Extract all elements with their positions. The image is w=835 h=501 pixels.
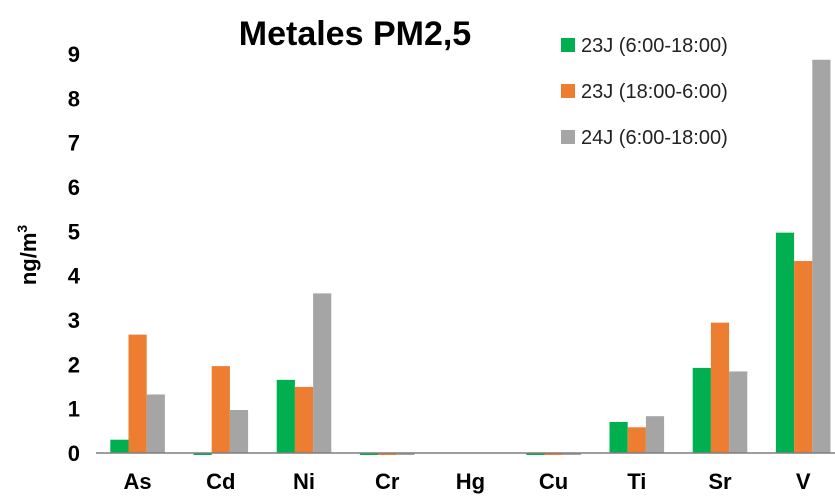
bar-v-series-3: [812, 59, 831, 453]
x-tick-label: As: [124, 469, 152, 494]
legend-swatch-3: [561, 130, 575, 144]
bar-sr-series-3: [729, 371, 748, 453]
x-tick-label: Hg: [456, 469, 485, 494]
bar-cd-series-2: [211, 366, 230, 453]
bar-cd-series-3: [229, 410, 249, 453]
bar-as-series-3: [146, 394, 165, 453]
bar-cu-series-3: [562, 453, 581, 455]
y-tick-label: 7: [68, 131, 80, 156]
y-tick-label: 8: [68, 86, 80, 111]
bar-ti-series-1: [609, 421, 628, 453]
bar-ni-series-1: [276, 379, 295, 453]
bar-cr-series-3: [396, 453, 415, 455]
x-tick-label: Cu: [539, 469, 568, 494]
bars: [110, 59, 831, 455]
legend-label-2: 23J (18:00-6:00): [581, 81, 728, 103]
y-tick-label: 4: [68, 264, 81, 289]
bar-ti-series-2: [627, 427, 646, 453]
bar-sr-series-1: [692, 367, 711, 453]
y-axis-ticks: 0 1 2 3 4 5 6 7 8 9: [68, 42, 81, 466]
x-tick-label: Ti: [627, 469, 646, 494]
chart-title: Metales PM2,5: [239, 15, 471, 53]
legend-swatch-2: [561, 84, 575, 98]
bar-cu-series-1: [526, 453, 545, 455]
legend-label-1: 23J (6:00-18:00): [581, 35, 728, 57]
y-tick-label: 9: [68, 42, 80, 67]
y-tick-label: 3: [68, 308, 80, 333]
y-tick-label: 6: [68, 175, 80, 200]
y-tick-label: 5: [68, 219, 80, 244]
legend-swatch-1: [561, 38, 575, 52]
x-axis-ticks: As Cd Ni Cr Hg Cu Ti Sr V: [124, 469, 811, 494]
bar-v-series-2: [794, 261, 813, 453]
y-tick-label: 2: [68, 352, 80, 377]
bar-cr-series-1: [359, 453, 379, 455]
x-tick-label: Cr: [375, 469, 400, 494]
bar-as-series-1: [110, 439, 129, 453]
y-axis-label-main: ng/m: [16, 233, 41, 286]
bar-ni-series-2: [294, 386, 314, 453]
x-tick-label: V: [796, 469, 811, 494]
y-tick-label: 1: [68, 397, 80, 422]
x-tick-label: Cd: [206, 469, 235, 494]
legend: 23J (6:00-18:00) 23J (18:00-6:00) 24J (6:0…: [561, 35, 728, 149]
y-axis-label: ng/m3: [14, 225, 41, 286]
bar-cr-series-2: [378, 453, 397, 455]
bar-ni-series-3: [313, 293, 332, 453]
bar-ti-series-3: [645, 416, 665, 453]
bar-v-series-1: [775, 232, 795, 453]
legend-label-3: 24J (6:00-18:00): [581, 127, 728, 149]
x-tick-label: Sr: [708, 469, 732, 494]
bar-as-series-2: [128, 334, 147, 453]
y-tick-label: 0: [68, 441, 80, 466]
y-axis-label-superscript: 3: [14, 225, 30, 233]
x-tick-label: Ni: [293, 469, 315, 494]
bar-cu-series-2: [544, 453, 563, 455]
bar-cd-series-1: [193, 453, 212, 455]
bar-sr-series-2: [710, 322, 730, 453]
